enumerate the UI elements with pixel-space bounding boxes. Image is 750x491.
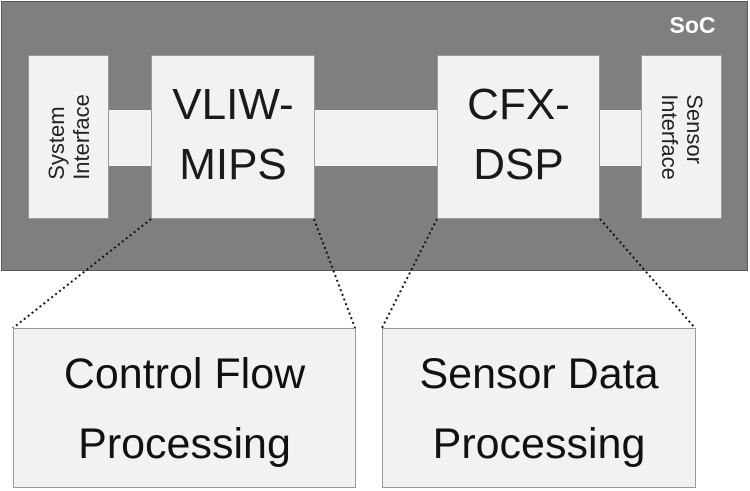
cfx-dsp-box: CFX- DSP <box>437 55 600 219</box>
bridge-system-to-vliw <box>108 110 152 166</box>
soc-label: SoC <box>669 12 716 38</box>
vliw-mips-line1: VLIW- <box>172 80 294 129</box>
zoom-line-vliw-left <box>12 218 152 329</box>
control-flow-box: Control Flow Processing <box>13 328 356 488</box>
cfx-dsp-line2: DSP <box>473 140 564 189</box>
sensor-data-box: Sensor Data Processing <box>382 328 696 488</box>
bridge-cfx-to-sensor <box>599 110 642 166</box>
zoom-line-vliw-right <box>313 218 356 329</box>
sensor-data-line2: Processing <box>432 420 646 468</box>
bridge-vliw-to-cfx <box>314 110 438 166</box>
control-flow-line1: Control Flow <box>63 350 306 398</box>
zoom-line-cfx-left <box>381 218 438 329</box>
zoom-line-cfx-right <box>599 218 696 329</box>
sensor-data-line1: Sensor Data <box>419 350 659 398</box>
cfx-dsp-line1: CFX- <box>467 80 570 129</box>
sensor-interface-box <box>641 55 722 219</box>
vliw-mips-box: VLIW- MIPS <box>151 55 315 219</box>
control-flow-line2: Processing <box>78 420 291 468</box>
system-interface-box <box>28 55 109 219</box>
vliw-mips-line2: MIPS <box>179 140 287 189</box>
